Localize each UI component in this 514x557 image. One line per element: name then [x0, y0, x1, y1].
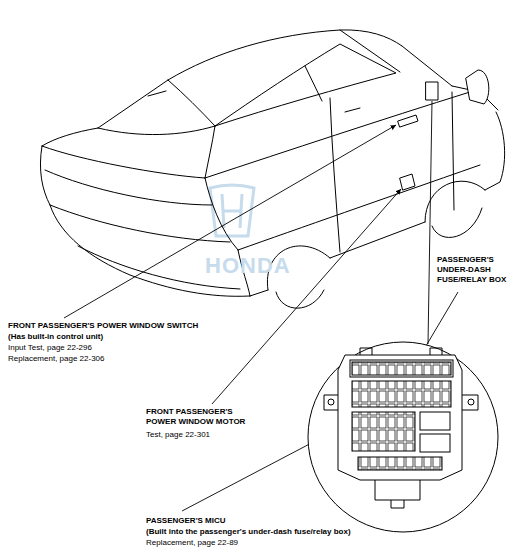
part-name: PASSENGER'S UNDER-DASH FUSE/RELAY BOX	[437, 255, 511, 285]
part-name: FRONT PASSENGER'S POWER WINDOW SWITCH	[8, 321, 198, 331]
part-name: FRONT PASSENGER'S POWER WINDOW MOTOR	[146, 407, 258, 427]
page-reference: Replacement, page 22-89	[146, 538, 238, 548]
page-reference: Input Test, page 22-296	[8, 343, 92, 353]
leader-lines	[64, 101, 458, 511]
fuse-box-inset	[308, 342, 498, 532]
car-body	[40, 30, 504, 308]
logo-watermark	[210, 185, 254, 236]
page-reference: Replacement, page 22-306	[8, 354, 105, 364]
part-name: PASSENGER'S MICU	[146, 516, 226, 526]
page-reference: Test, page 22-301	[146, 430, 210, 440]
part-note: (Has built-in control unit)	[8, 332, 103, 342]
part-note: (Built into the passenger's under-dash f…	[146, 527, 351, 537]
watermark: HONDA	[205, 254, 291, 278]
